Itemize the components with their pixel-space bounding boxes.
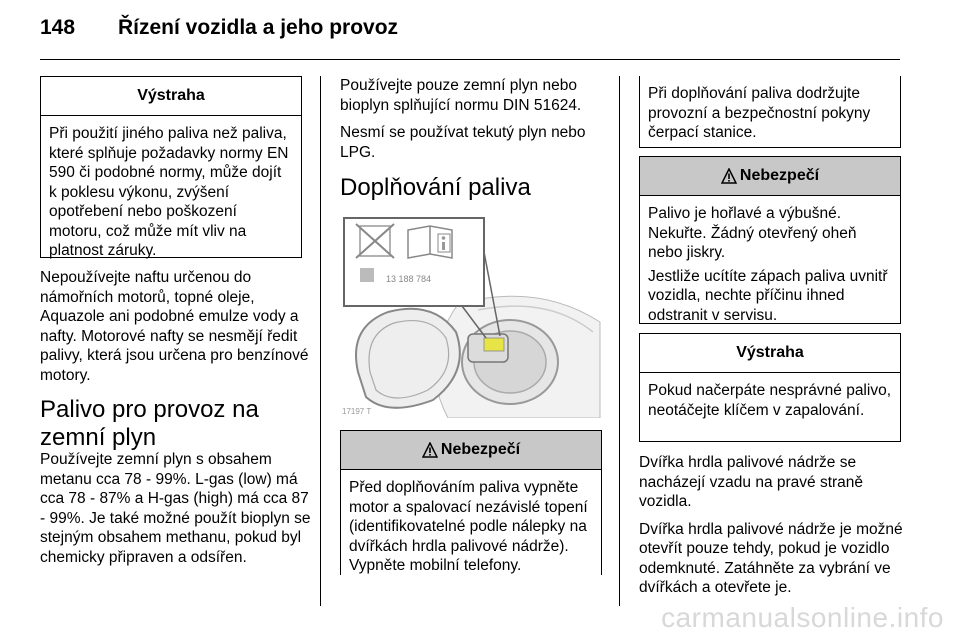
danger-box-right: Nebezpečí Palivo je hořlavé a výbušné. N… [639, 156, 901, 324]
danger-box-right-title: Nebezpečí [640, 157, 900, 196]
header-rule [40, 59, 900, 60]
warning-box-right: Výstraha Pokud načerpáte nesprávné paliv… [639, 333, 901, 442]
column-divider-2 [619, 76, 620, 606]
left-paragraph-1: Nepoužívejte naftu určenou do námořních … [40, 268, 310, 385]
safety-instructions-text: Při doplňování paliva dodržujte provozní… [648, 85, 871, 141]
watermark: carmanualsonline.info [661, 602, 944, 633]
danger-box-right-text-1: Palivo je hořlavé a výbušné. Nekuřte. Žá… [648, 205, 857, 261]
danger-box-middle: Nebezpečí Před doplňováním paliva vypnět… [340, 430, 602, 575]
right-paragraph-1: Dvířka hrdla palivové nádrže se nacházej… [639, 454, 864, 510]
left-paragraph-2: Používejte zemní plyn s obsahem metanu c… [40, 450, 312, 567]
gas-paragraph: Používejte zemní plyn s obsahem metanu c… [40, 451, 311, 566]
section-heading: Palivo pro provoz na zemní plyn [40, 396, 259, 451]
page-number: 148 [40, 16, 76, 39]
danger-title-text: Nebezpečí [440, 441, 521, 458]
warning-box: Výstraha Při použití jiného paliva než p… [40, 76, 302, 259]
middle-paragraph-2: Nesmí se používat tekutý plyn nebo LPG. [340, 124, 586, 161]
right-paragraphs: Dvířka hrdla palivové nádrže se nacházej… [639, 453, 903, 598]
safety-instructions-box: Při doplňování paliva dodržujte provozní… [639, 76, 901, 148]
warning-box-text: Při použití jiného paliva než paliva, kt… [49, 125, 289, 259]
refuel-heading: Doplňování paliva [340, 174, 531, 201]
middle-paragraph-1: Používejte pouze zemní plyn nebo bioplyn… [340, 77, 582, 114]
fuel-paragraph: Nepoužívejte naftu určenou do námořních … [40, 269, 309, 384]
danger-box-title: Nebezpečí [341, 431, 601, 470]
danger-box-right-text-2: Jestliže ucítíte zápach paliva uvnitř vo… [648, 267, 888, 324]
warning-box-title: Výstraha [41, 77, 301, 116]
column-divider-1 [320, 76, 321, 606]
middle-paragraphs: Používejte pouze zemní plyn nebo bioplyn… [340, 76, 602, 162]
sticker-code: 13 188 784 [386, 274, 431, 284]
middle-heading-block: Doplňování paliva [340, 174, 610, 202]
danger-box-text: Před doplňováním paliva vypněte motor a … [349, 479, 588, 574]
fuel-door-illustration: 13 188 784 17197 T [342, 217, 601, 419]
warning-triangle-icon [720, 168, 737, 184]
page-title: Řízení vozidla a jeho provoz [118, 16, 399, 39]
warning-triangle-icon [421, 442, 438, 458]
left-heading-block: Palivo pro provoz na zemní plyn [40, 396, 312, 452]
danger-right-title-text: Nebezpečí [739, 167, 820, 184]
figure-id: 17197 T [342, 407, 371, 416]
fuel-door-figure: 13 188 784 17197 T [338, 212, 602, 419]
warning-box-right-text: Pokud načerpáte nesprávné palivo, neotáč… [648, 382, 891, 419]
right-paragraph-2: Dvířka hrdla palivové nádrže je možné ot… [639, 520, 903, 597]
warning-box-right-title: Výstraha [640, 334, 900, 373]
